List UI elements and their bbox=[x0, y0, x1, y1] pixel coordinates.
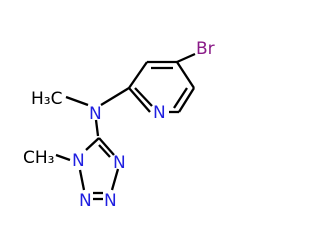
atom-n4-tetrazole: N bbox=[113, 153, 126, 173]
bond-tz-n4-n3 bbox=[110, 168, 120, 191]
atom-n3-tetrazole: N bbox=[104, 191, 117, 211]
atom-methyl-left: H₃C bbox=[31, 89, 62, 109]
bond-tz-c5-n4-inner bbox=[98, 144, 111, 158]
atom-n1-tetrazole: N bbox=[72, 151, 85, 171]
bond-n-tetrazole bbox=[94, 119, 100, 137]
atom-n-amine: N bbox=[89, 104, 102, 124]
bond-c-br bbox=[176, 52, 196, 64]
atom-n2-tetrazole: N bbox=[79, 191, 92, 211]
bond-ring-n-c1 bbox=[128, 87, 151, 113]
atom-labels: Br N N H₃C N N N N CH₃ bbox=[23, 39, 215, 211]
bond-ring-c1-c2 bbox=[128, 61, 148, 89]
molecule-structure: Br N N H₃C N N N N CH₃ bbox=[23, 39, 215, 211]
bond-tz-methyl bbox=[55, 153, 71, 162]
bond-tz-n2-n1 bbox=[78, 169, 86, 191]
bond-ring-c3-c4 bbox=[176, 61, 195, 89]
bond-ring-c4-c5 bbox=[178, 87, 195, 113]
bonds bbox=[55, 52, 196, 201]
bond-ring-c1-n-amine bbox=[100, 87, 130, 106]
bond-n-methyl bbox=[65, 95, 89, 107]
bond-tz-n1-c5 bbox=[85, 137, 100, 151]
atom-methyl-tetrazole: CH₃ bbox=[23, 148, 54, 168]
bond-tz-c5-n4 bbox=[98, 137, 115, 156]
atom-br: Br bbox=[196, 39, 215, 59]
bond-ring-c4-c5-inner bbox=[173, 87, 188, 109]
bond-ring-n-c1-inner bbox=[134, 87, 153, 107]
atom-n-pyridine: N bbox=[153, 103, 166, 123]
